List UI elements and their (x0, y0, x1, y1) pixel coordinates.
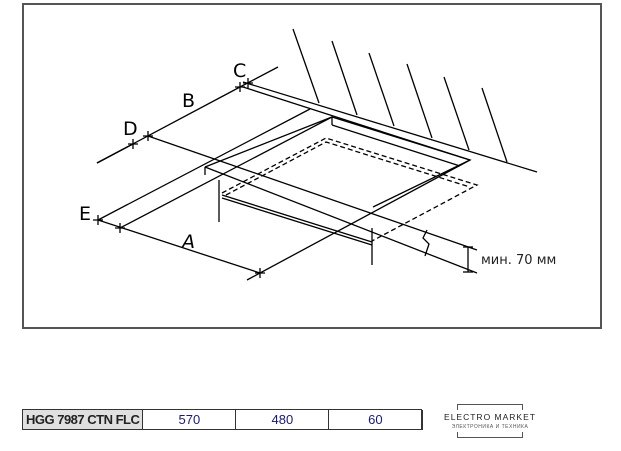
logo-bracket-top (457, 404, 523, 410)
label-d: D (123, 118, 138, 140)
label-b: B (182, 90, 195, 112)
label-a: A (180, 231, 195, 253)
model-cell: HGG 7987 CTN FLC (21, 409, 144, 430)
wall-hatching (242, 28, 538, 173)
clearance-note: мин. 70 мм (481, 253, 556, 268)
value-c: 60 (328, 409, 423, 430)
dimension-lines (93, 66, 473, 278)
countertop (96, 86, 478, 281)
label-e: E (79, 203, 91, 225)
logo-tagline: ЭЛЕКТРОНИКА И ТЕХНИКА (451, 424, 529, 430)
value-b: 480 (235, 409, 330, 430)
logo-name: ELECTRO MARKET (444, 412, 536, 422)
table-row: HGG 7987 CTN FLC 570 480 60 (21, 409, 424, 430)
table-edge (421, 409, 424, 430)
dimensions-table: HGG 7987 CTN FLC 570 480 60 (21, 409, 424, 430)
hob (204, 116, 479, 265)
diagram-frame (22, 3, 602, 329)
electro-market-logo: ELECTRO MARKET ЭЛЕКТРОНИКА И ТЕХНИКА (444, 404, 536, 440)
label-c: C (233, 60, 246, 82)
logo-bracket-bottom (457, 432, 523, 438)
value-a: 570 (142, 409, 237, 430)
